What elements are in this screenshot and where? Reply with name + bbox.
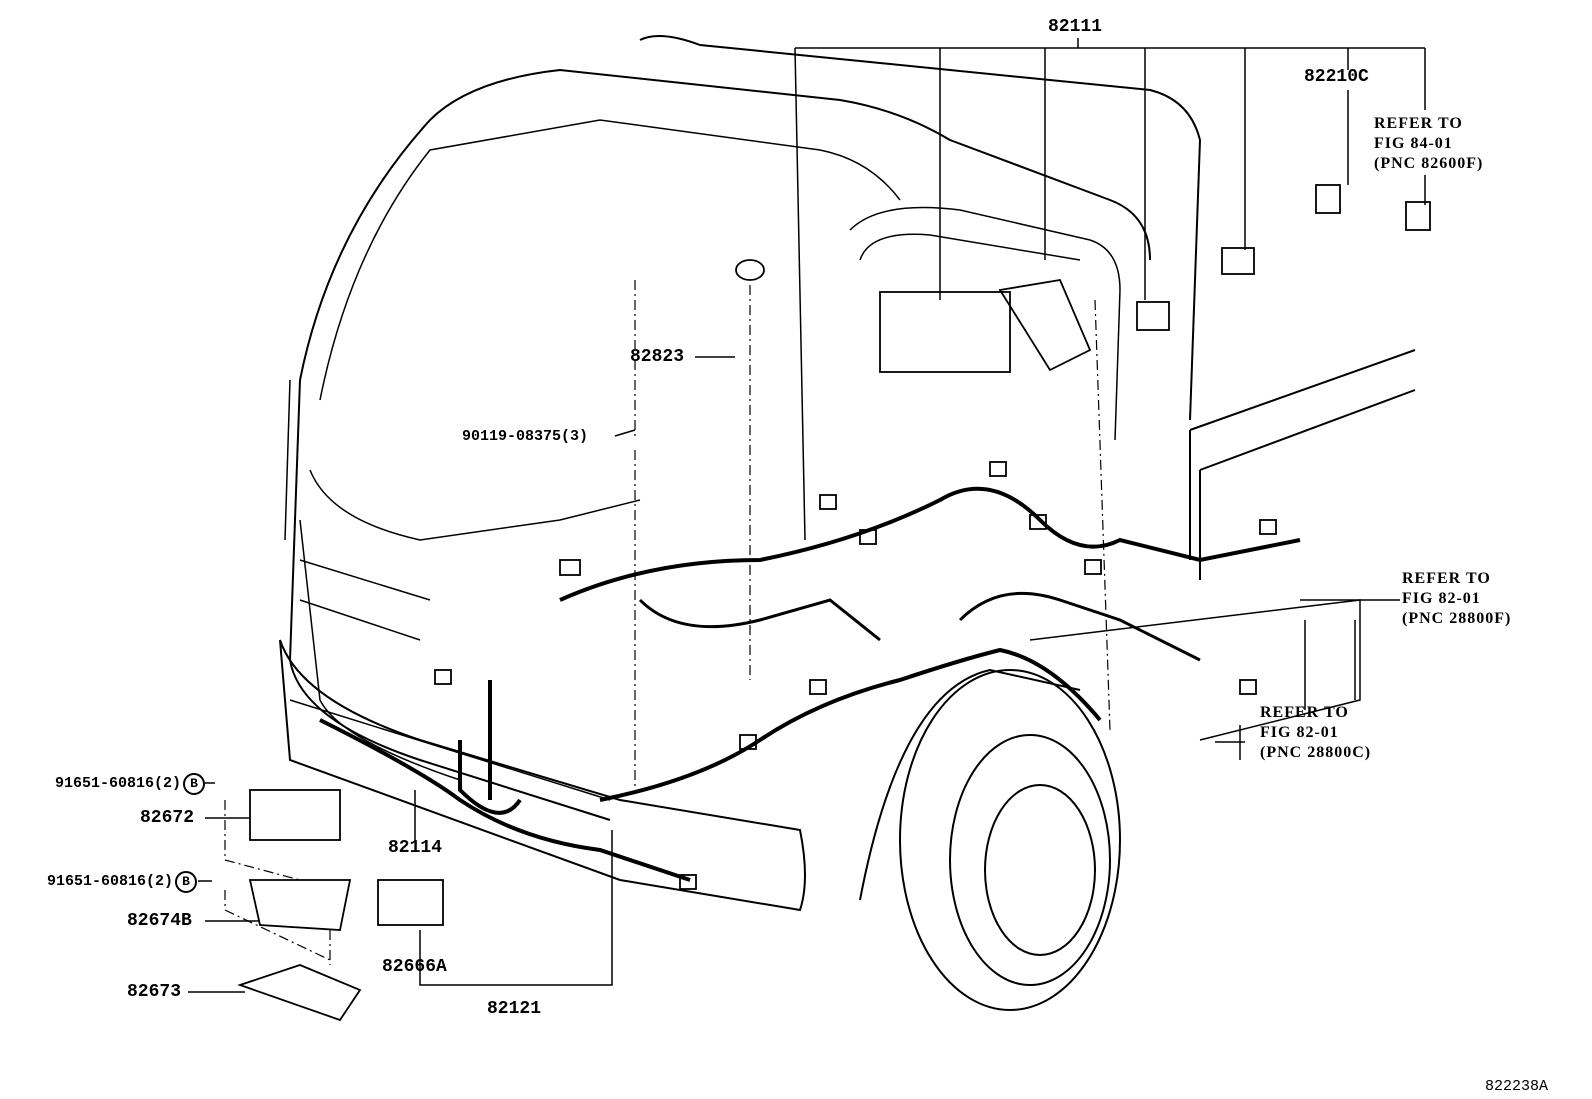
callout-82674b: 82674B <box>127 911 192 931</box>
callout-82121: 82121 <box>487 999 542 1019</box>
refer-fig-82-01-28800f: REFER TO FIG 82-01 (PNC 28800F) <box>1402 569 1511 629</box>
ref-line: FIG 82-01 <box>1260 724 1339 741</box>
figure-id: 822238A <box>1485 1078 1549 1095</box>
refer-fig-84-01: REFER TO FIG 84-01 (PNC 82600F) <box>1374 114 1483 174</box>
bolt-marker-b: B <box>183 773 206 795</box>
callout-screw: 90119-08375(3) <box>462 428 589 445</box>
callout-bolt-lower: 91651-60816(2)B <box>47 871 198 893</box>
ref-line: FIG 84-01 <box>1374 135 1453 152</box>
ref-line: REFER TO <box>1402 570 1491 587</box>
ref-line: (PNC 28800F) <box>1402 610 1512 627</box>
ref-line: (PNC 82600F) <box>1374 155 1484 172</box>
ref-line: FIG 82-01 <box>1402 590 1481 607</box>
callout-82673: 82673 <box>127 982 182 1002</box>
ref-line: REFER TO <box>1260 704 1349 721</box>
callout-82666a: 82666A <box>382 957 447 977</box>
callout-bolt-upper: 91651-60816(2)B <box>55 773 206 795</box>
callout-82111: 82111 <box>1048 17 1103 37</box>
callout-82210c: 82210C <box>1304 67 1369 87</box>
ref-line: REFER TO <box>1374 115 1463 132</box>
bolt-marker-b: B <box>175 871 198 893</box>
bolt-part-number: 91651-60816(2) <box>55 775 182 792</box>
callout-82672: 82672 <box>140 808 195 828</box>
ref-line: (PNC 28800C) <box>1260 744 1372 761</box>
callout-82823: 82823 <box>630 347 685 367</box>
bolt-part-number: 91651-60816(2) <box>47 873 174 890</box>
refer-fig-82-01-28800c: REFER TO FIG 82-01 (PNC 28800C) <box>1260 703 1371 763</box>
callout-82114: 82114 <box>388 838 443 858</box>
